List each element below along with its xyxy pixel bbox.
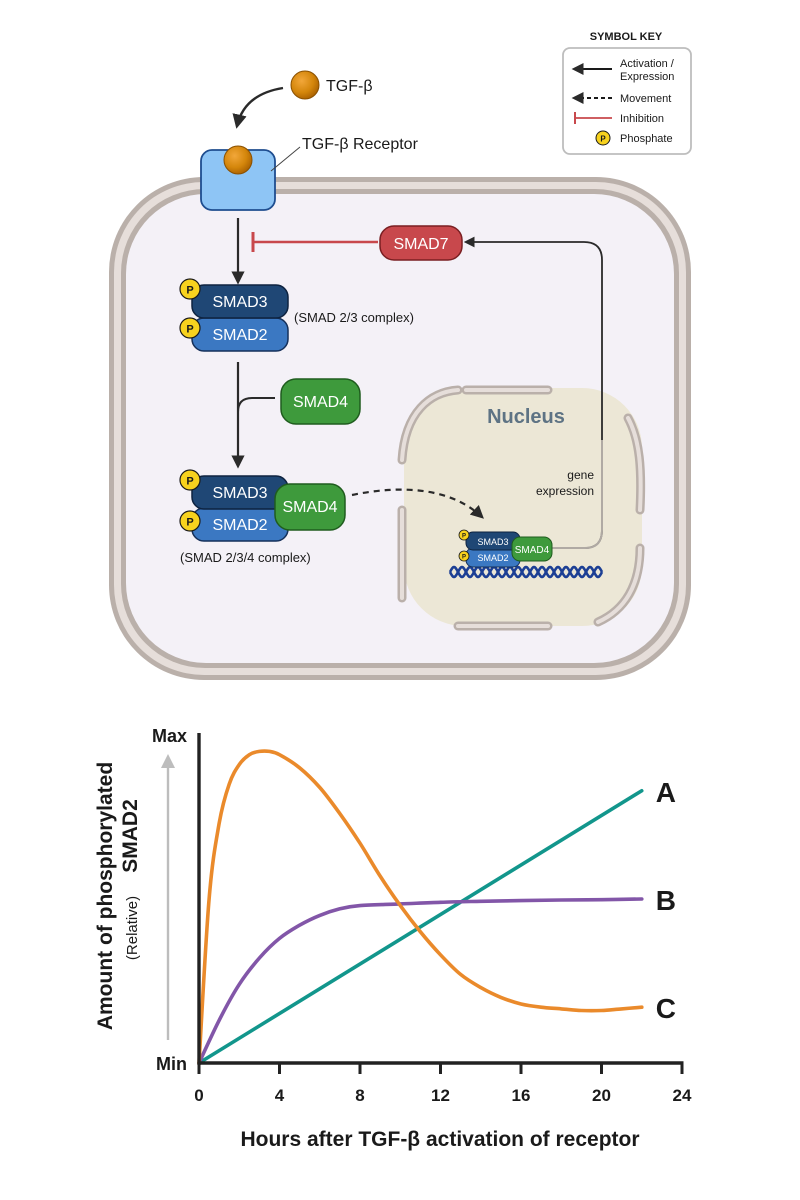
series-label-b: B — [656, 885, 676, 916]
series-line-a — [197, 788, 644, 1065]
dna-double-helix — [448, 565, 604, 579]
smad234-complex: SMAD3 SMAD2 SMAD4 P P (SMAD 2/3/4 comple… — [179, 469, 346, 565]
x-tick-label: 12 — [431, 1086, 450, 1105]
bound-tgf-beta-icon — [223, 145, 253, 175]
y-axis-title-line-1: Amount of phosphorylated — [94, 762, 117, 1030]
binding-arrow — [232, 86, 284, 129]
tgf-beta-label: TGF-β — [326, 78, 373, 95]
smad2-label: SMAD2 — [212, 517, 267, 534]
phosphate-icon — [179, 510, 201, 532]
smad3-label: SMAD3 — [212, 485, 267, 502]
smad3-shape — [191, 284, 289, 319]
svg-text:P: P — [186, 476, 193, 488]
y-increase-arrowhead-icon — [161, 754, 175, 768]
svg-text:P: P — [186, 517, 193, 529]
x-tick-label: 24 — [673, 1086, 692, 1105]
phosphate-icon — [179, 278, 201, 300]
symbol-key-box — [562, 47, 692, 155]
series-label-a: A — [656, 777, 676, 808]
svg-text:Phosphate: Phosphate — [620, 133, 673, 145]
phosphate-icon — [179, 317, 201, 339]
y-axis-subtitle: (Relative) — [124, 896, 141, 960]
smad2-label: SMAD2 — [212, 327, 267, 344]
symbol-key-title: SYMBOL KEY — [590, 31, 663, 43]
svg-text:Expression: Expression — [620, 71, 674, 83]
svg-text:P: P — [462, 555, 466, 561]
tgf-beta-receptor: TGF-β Receptor — [200, 136, 419, 211]
svg-text:P: P — [462, 534, 466, 540]
smad7-label: SMAD7 — [393, 236, 448, 253]
y-tick-label-max: Max — [152, 726, 187, 746]
smad2-phosphorylation-chart: Amount of phosphorylated SMAD2 (Relative… — [94, 726, 692, 1151]
nuclear-smad-complex: SMAD3 SMAD2 SMAD4 P P — [458, 529, 553, 568]
tgf-beta-ligand: TGF-β — [290, 70, 373, 100]
nucleus: Nucleus — [397, 385, 646, 631]
svg-text:SMAD4: SMAD4 — [515, 545, 550, 556]
receptor-label: TGF-β Receptor — [302, 136, 419, 153]
plot-area: A B C — [197, 749, 676, 1065]
smad4-label: SMAD4 — [282, 499, 337, 516]
phosphate-icon — [595, 130, 611, 146]
svg-text:Activation /: Activation / — [620, 58, 675, 70]
nuclear-translocation-arrow — [351, 488, 484, 519]
y-axis-label: Amount of phosphorylated SMAD2 (Relative… — [94, 762, 142, 1030]
svg-text:SMAD2: SMAD2 — [477, 553, 508, 563]
x-tick-label: 8 — [355, 1086, 364, 1105]
svg-text:P: P — [186, 285, 193, 297]
svg-text:P: P — [600, 135, 606, 144]
gene-expression-label-2: expression — [536, 484, 594, 498]
series-label-c: C — [656, 993, 676, 1024]
y-axis-title-line-2: SMAD2 — [119, 799, 142, 873]
tgf-beta-ball-icon — [290, 70, 320, 100]
smad4-label: SMAD4 — [293, 394, 348, 411]
y-tick-label-min: Min — [156, 1054, 187, 1074]
smad4-protein: SMAD4 — [280, 378, 361, 425]
tgf-beta-pathway-diagram: Nucleus TGF-β TGF-β Receptor SMAD7 gene … — [109, 31, 692, 680]
phosphate-icon — [458, 550, 470, 562]
x-tick-label: 0 — [194, 1086, 203, 1105]
smad23-complex-label: (SMAD 2/3 complex) — [294, 310, 414, 325]
nucleus-label: Nucleus — [487, 406, 565, 428]
phosphate-icon — [458, 529, 470, 541]
x-tick-label: 20 — [592, 1086, 611, 1105]
axes: 0 4 8 12 16 20 24 Min Max — [152, 726, 692, 1105]
x-tick-label: 16 — [512, 1086, 531, 1105]
svg-text:Inhibition: Inhibition — [620, 113, 664, 125]
x-axis-title: Hours after TGF-β activation of receptor — [240, 1128, 639, 1151]
svg-text:SMAD3: SMAD3 — [477, 537, 508, 547]
smad23-complex: SMAD3 SMAD2 P P (SMAD 2/3 complex) — [179, 278, 414, 352]
smad234-complex-label: (SMAD 2/3/4 complex) — [180, 550, 311, 565]
smad4-shape — [274, 483, 346, 531]
smad7-protein: SMAD7 — [379, 225, 463, 261]
smad3-label: SMAD3 — [212, 294, 267, 311]
svg-text:Movement: Movement — [620, 93, 671, 105]
series-line-c — [197, 749, 644, 1065]
series-line-b — [197, 897, 644, 1065]
phosphate-icon — [179, 469, 201, 491]
symbol-key: SYMBOL KEY Activation / Expression Movem… — [562, 31, 692, 155]
svg-text:P: P — [186, 324, 193, 336]
x-tick-label: 4 — [275, 1086, 285, 1105]
gene-expression-label-1: gene — [567, 468, 594, 482]
